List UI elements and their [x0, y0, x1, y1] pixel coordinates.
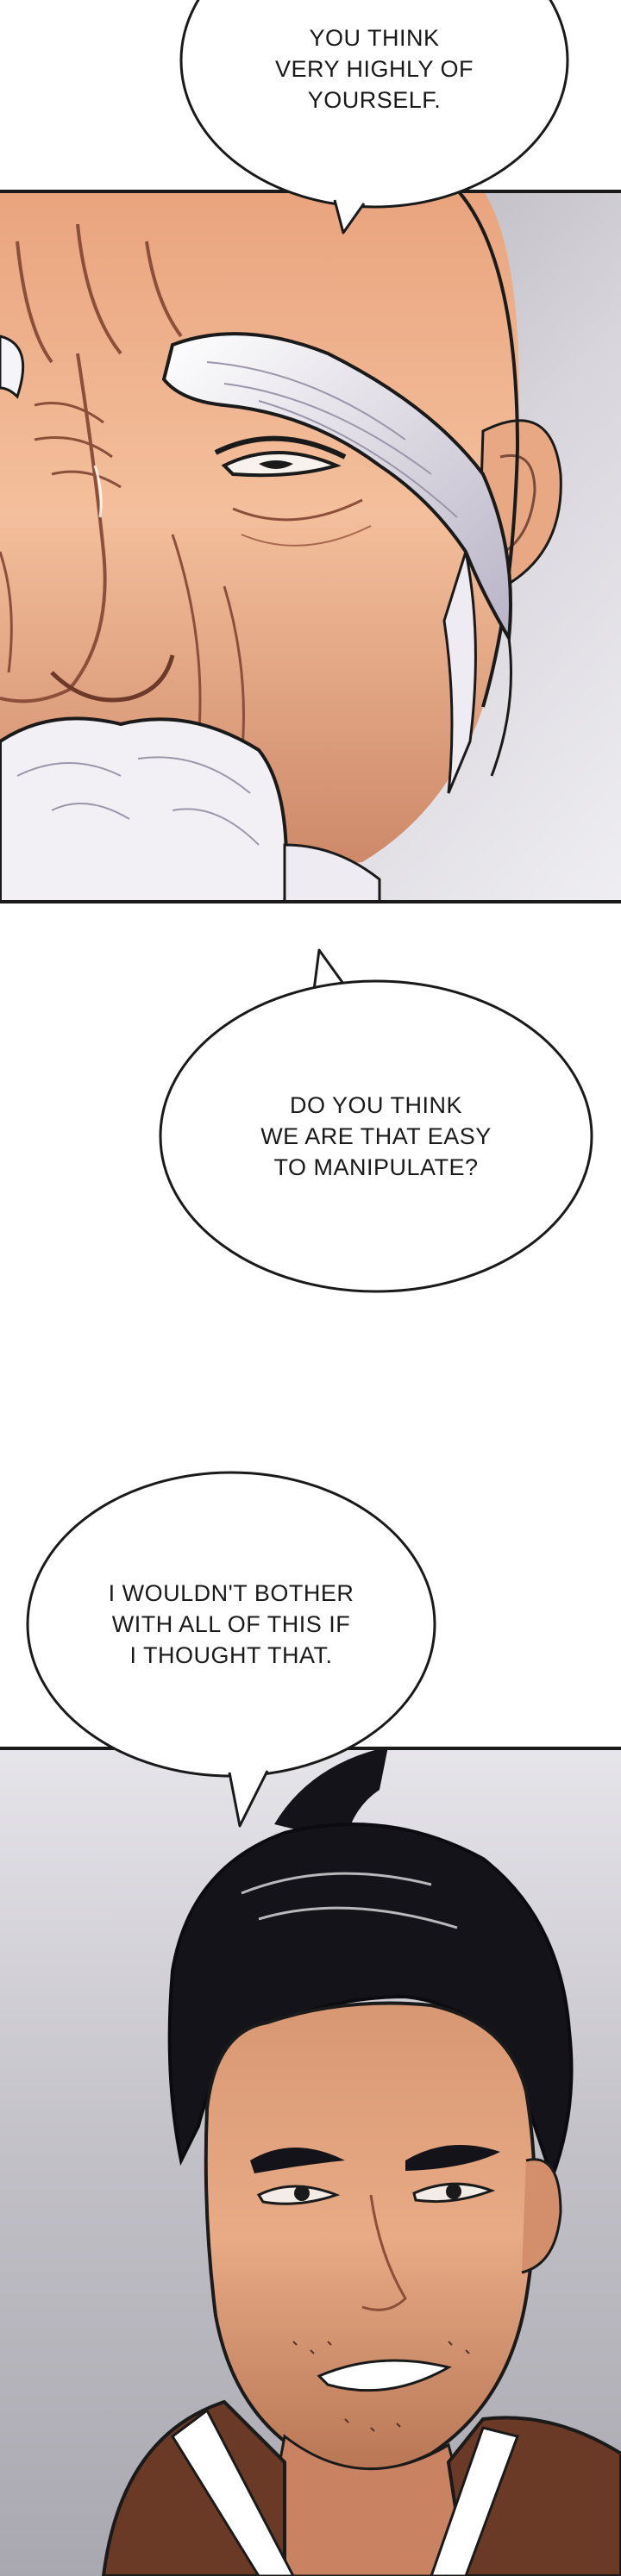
- elder-face-illustration: [0, 190, 621, 903]
- bubble-1-line-2: VERY HIGHLY OF: [274, 56, 474, 82]
- speech-bubble-3: I WOULDN'T BOTHER WITH ALL OF THIS IF I …: [26, 1471, 436, 1833]
- bubble-1-line-3: YOURSELF.: [307, 87, 442, 113]
- bubble-1-line-1: YOU THINK: [309, 25, 440, 51]
- bubble-2-line-2: WE ARE THAT EASY: [260, 1123, 492, 1149]
- speech-bubble-shape: [159, 948, 593, 1293]
- speech-bubble-2: DO YOU THINK WE ARE THAT EASY TO MANIPUL…: [159, 948, 593, 1312]
- speech-bubble-1: YOU THINK VERY HIGHLY OF YOURSELF.: [179, 0, 569, 241]
- speech-bubble-2-text: DO YOU THINK WE ARE THAT EASY TO MANIPUL…: [159, 1085, 593, 1188]
- panel-elder-closeup: [0, 190, 621, 903]
- bubble-2-line-1: DO YOU THINK: [289, 1092, 463, 1118]
- speech-bubble-3-text: I WOULDN'T BOTHER WITH ALL OF THIS IF I …: [26, 1572, 436, 1676]
- speech-bubble-1-text: YOU THINK VERY HIGHLY OF YOURSELF.: [179, 17, 569, 121]
- bubble-2-line-3: TO MANIPULATE?: [273, 1154, 479, 1180]
- speech-bubble-shape: [26, 1471, 436, 1828]
- bubble-3-line-2: WITH ALL OF THIS IF: [111, 1611, 351, 1637]
- warrior-illustration: [0, 1747, 621, 2576]
- bubble-3-line-3: I THOUGHT THAT.: [129, 1642, 333, 1668]
- bubble-3-line-1: I WOULDN'T BOTHER: [108, 1580, 354, 1606]
- speech-bubble-shape: [179, 0, 569, 234]
- panel-warrior-portrait: [0, 1747, 621, 2576]
